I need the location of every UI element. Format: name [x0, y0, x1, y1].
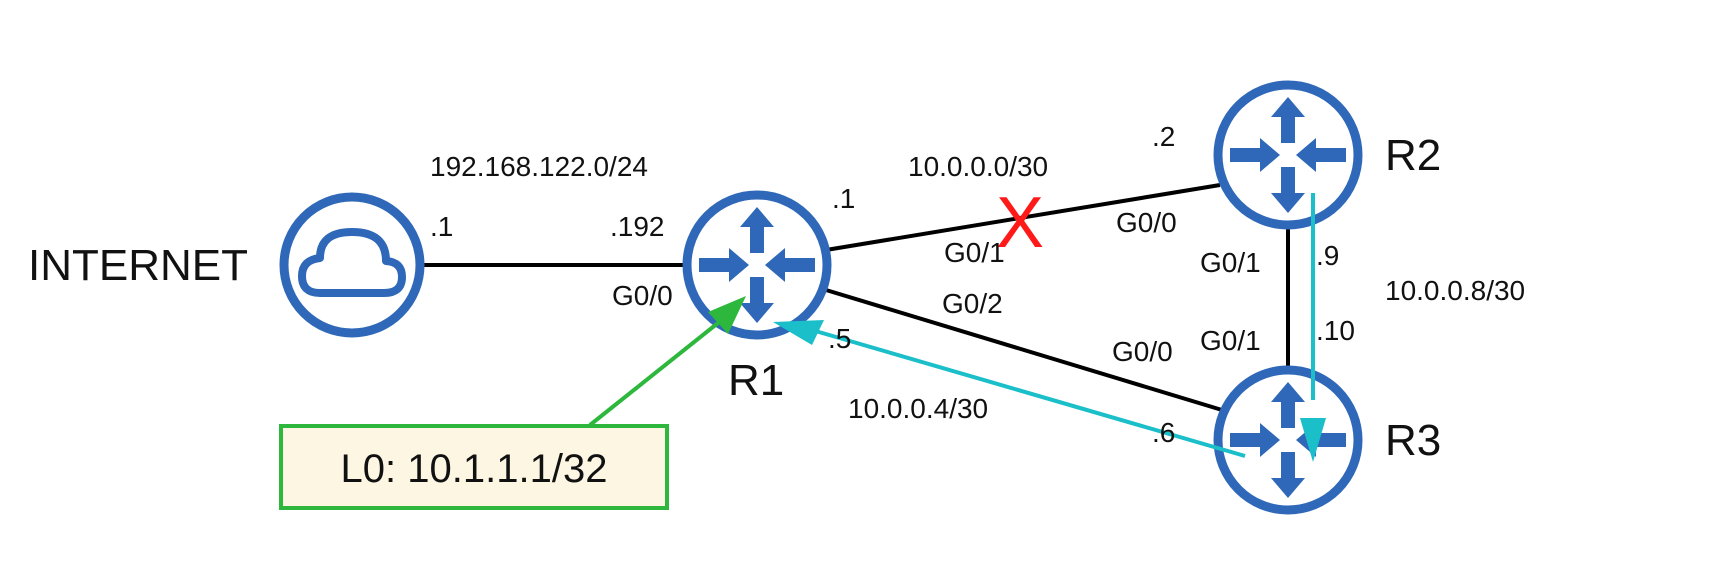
cloud-icon — [298, 228, 406, 297]
r2-label: R2 — [1385, 131, 1441, 180]
loopback-label: L0: 10.1.1.1/32 — [341, 447, 608, 491]
intf-label-r1-g00: G0/0 — [612, 280, 673, 311]
ip-label-r1-g00: .192 — [610, 211, 665, 242]
r1-label: R1 — [728, 356, 784, 405]
loopback-arrowhead — [708, 296, 746, 334]
intf-label-r2-g01: G0/1 — [1200, 247, 1261, 278]
router-r3-ring — [1213, 365, 1363, 515]
intf-label-r3-g00: G0/0 — [1112, 336, 1173, 367]
router-r1-ring — [682, 190, 832, 340]
intf-label-r3-g01: G0/1 — [1200, 325, 1261, 356]
internet-label: INTERNET — [28, 241, 248, 290]
r3-label: R3 — [1385, 416, 1441, 465]
ip-label-r1-g02: .5 — [828, 323, 851, 354]
traffic-arrowhead-r3 — [1300, 418, 1326, 462]
ip-label-r2-g00: .2 — [1152, 121, 1175, 152]
intf-label-r1-g02: G0/2 — [942, 288, 1003, 319]
ip-label-r2-g01: .9 — [1316, 240, 1339, 271]
link-down-marker: X — [996, 183, 1044, 263]
traffic-path-r3-r1 — [811, 328, 1246, 458]
intf-label-r1-g01: G0/1 — [944, 237, 1005, 268]
router-r2[interactable] — [1213, 80, 1363, 230]
subnet-label-r1-r3: 10.0.0.4/30 — [848, 393, 988, 424]
loopback-box — [279, 424, 669, 510]
link-r1-r3 — [825, 288, 1223, 412]
router-r3[interactable] — [1213, 365, 1363, 515]
internet-node-ring — [279, 192, 425, 338]
subnet-label-r2-r3: 10.0.0.8/30 — [1385, 275, 1525, 306]
router-r1[interactable] — [682, 190, 832, 340]
ip-label-r3-g01: .10 — [1316, 315, 1355, 346]
router-r2-ring — [1213, 80, 1363, 230]
ip-label-r3-g00: .6 — [1152, 417, 1175, 448]
loopback-pointer — [588, 313, 730, 427]
subnet-label-r1-r2: 10.0.0.0/30 — [908, 151, 1048, 182]
subnet-label-internet-r1: 192.168.122.0/24 — [430, 151, 648, 182]
traffic-arrowhead-r1 — [773, 320, 824, 345]
ip-label-internet: .1 — [430, 211, 453, 242]
link-r1-r2 — [825, 183, 1221, 252]
intf-label-r2-g00: G0/0 — [1116, 207, 1177, 238]
loopback-callout: L0: 10.1.1.1/32 — [279, 424, 669, 510]
internet-node[interactable] — [279, 192, 425, 338]
ip-label-r1-g01: .1 — [832, 183, 855, 214]
